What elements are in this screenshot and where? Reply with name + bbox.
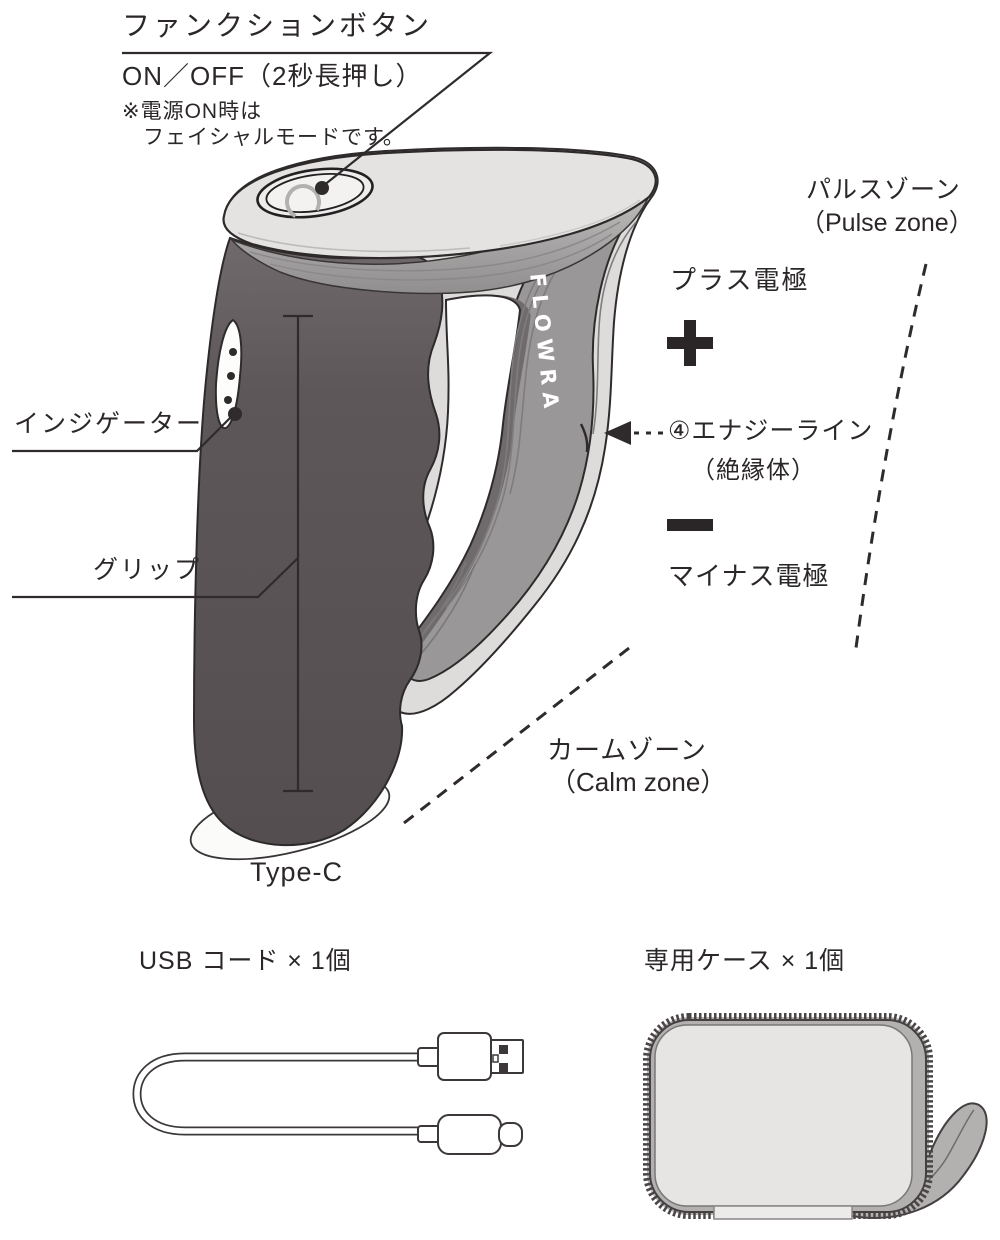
energy-line-label: ④エナジーライン <box>668 417 874 445</box>
grip-pointer-line <box>12 557 299 599</box>
case-bottom-band <box>713 1205 853 1220</box>
device-illustration <box>189 146 659 861</box>
power-note-line2: フェイシャルモードです。 <box>143 126 405 149</box>
function-button-label: ファンクションボタン <box>122 10 433 41</box>
pulse-zone-dashed-line <box>854 263 928 649</box>
calm-zone-label-en: （Calm zone） <box>550 767 727 797</box>
dimension-line <box>283 314 313 793</box>
energy-line-sublabel: （絶縁体） <box>691 457 816 484</box>
usb-cable-label: USB コード × 1個 <box>139 947 352 975</box>
case-illustration <box>643 1013 988 1220</box>
indicator-label: インジゲーター <box>14 410 204 438</box>
plus-symbol <box>667 320 713 366</box>
type-c-port-label: Type-C <box>250 857 344 887</box>
plus-electrode-label: プラス電極 <box>670 265 810 295</box>
cable-wire <box>132 1052 420 1136</box>
calm-zone-label-jp: カームゾーン <box>547 735 707 765</box>
function-button-pointer-line <box>122 51 494 195</box>
indicator-pointer-line <box>12 407 242 453</box>
usb-a-connector <box>417 1032 524 1081</box>
calm-zone-dashed-line <box>403 643 634 825</box>
energy-line-mark <box>579 423 589 453</box>
indicator-light <box>214 318 243 430</box>
on-off-label: ON／OFF（2秒長押し） <box>122 61 423 91</box>
annotation-lines <box>12 51 928 825</box>
case-face <box>654 1024 913 1207</box>
grip-shape <box>192 236 444 846</box>
case-label: 専用ケース × 1個 <box>644 947 846 975</box>
usb-c-connector <box>417 1114 523 1155</box>
pulse-zone-label-en: （Pulse zone） <box>800 209 974 237</box>
energy-line-arrow <box>604 421 668 445</box>
pulse-zone-label-jp: パルスゾーン <box>806 176 961 204</box>
grip-label: グリップ <box>93 556 202 584</box>
cap-side-band <box>229 197 650 295</box>
usb-cable-illustration <box>132 1032 524 1155</box>
arrow-left-icon <box>604 421 631 445</box>
minus-symbol <box>667 519 713 531</box>
power-note-line1: ※電源ON時は <box>122 100 263 123</box>
minus-electrode-label: マイナス電極 <box>668 561 830 591</box>
